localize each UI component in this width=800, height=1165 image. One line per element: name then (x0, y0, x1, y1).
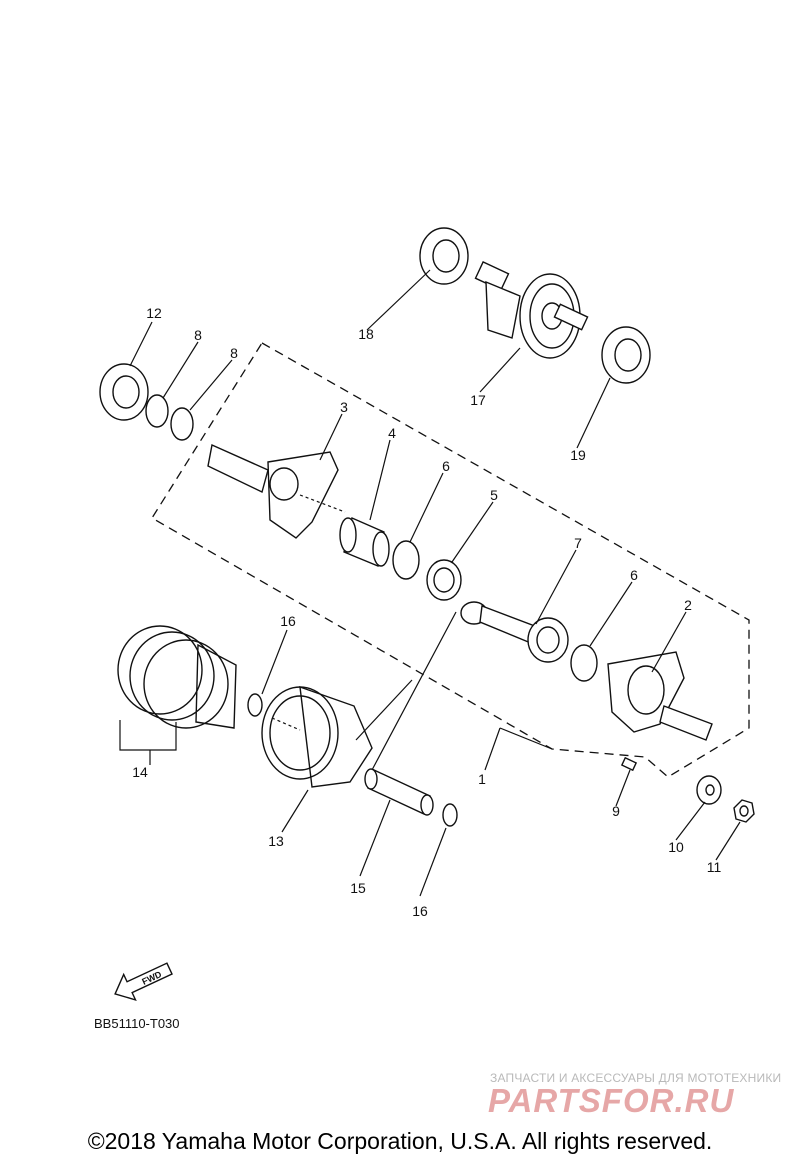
callout-2: 2 (684, 597, 692, 613)
watermark-tagline: ЗАПЧАСТИ И АКСЕССУАРЫ ДЛЯ МОТОТЕХНИКИ (490, 1071, 782, 1085)
callout-1: 1 (478, 771, 486, 787)
fwd-arrow-icon: FWD (114, 962, 173, 1001)
callout-5: 5 (490, 487, 498, 503)
callout-12: 12 (146, 305, 162, 321)
part-8-shim-b (170, 407, 194, 441)
callout-19: 19 (570, 447, 586, 463)
part-8-shim-a (145, 394, 169, 428)
callout-8a: 8 (194, 327, 202, 343)
callout-13: 13 (268, 833, 284, 849)
callout-14: 14 (132, 764, 148, 780)
part-6-washer-b (570, 644, 598, 682)
callout-15: 15 (350, 880, 366, 896)
drawing-code: BB51110-T030 (94, 1016, 180, 1031)
callout-3: 3 (340, 399, 348, 415)
callout-17: 17 (470, 392, 486, 408)
part-11-nut (733, 799, 755, 823)
part-12-bearing (99, 363, 149, 421)
part-7-connecting-rod (460, 601, 569, 663)
leader-13-axis (271, 717, 301, 731)
part-15-piston-pin (364, 768, 434, 816)
leader-3-axis (299, 494, 346, 513)
callout-8b: 8 (230, 345, 238, 361)
part-16-circlip-a (247, 693, 263, 717)
part-4-crank-pin (339, 517, 390, 567)
watermark-logo: PARTSFOR.RU (488, 1082, 735, 1119)
part-14-piston-rings (117, 625, 237, 729)
part-10-washer (696, 775, 722, 805)
part-5-needle-bearing (426, 559, 462, 601)
callout-18: 18 (358, 326, 374, 342)
callout-6a: 6 (442, 458, 450, 474)
part-17-balancer-shaft (474, 260, 589, 359)
part-19-bearing (601, 326, 651, 384)
callout-6b: 6 (630, 567, 638, 583)
part-6-washer-a (392, 540, 420, 580)
part-18-bearing (419, 227, 469, 285)
callout-9: 9 (612, 803, 620, 819)
part-2-crank-half (607, 651, 713, 741)
callout-10: 10 (668, 839, 684, 855)
part-9-woodruff-key (620, 756, 638, 772)
callout-7: 7 (574, 535, 582, 551)
callout-4: 4 (388, 425, 396, 441)
leader-lines (119, 269, 741, 897)
part-16-circlip-b (442, 803, 458, 827)
part-13-piston (261, 685, 373, 788)
callout-16b: 16 (412, 903, 428, 919)
assembly-boundary (151, 342, 750, 778)
callout-11: 11 (707, 859, 722, 875)
part-3-crank-half (207, 444, 339, 539)
copyright-notice: ©2018 Yamaha Motor Corporation, U.S.A. A… (87, 1128, 713, 1154)
callout-16a: 16 (280, 613, 296, 629)
